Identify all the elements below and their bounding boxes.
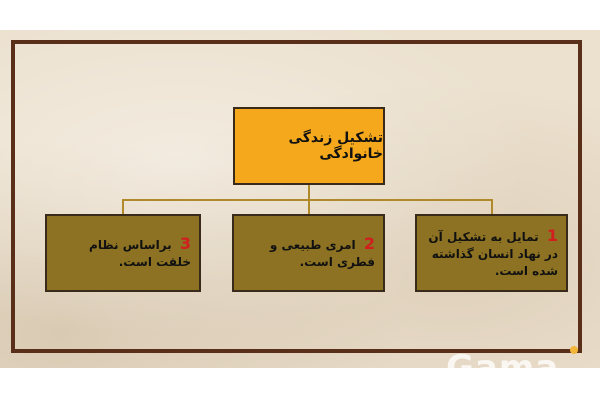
child-node-1-label: تمایل به تشکیل آن در نهاد انسان گذاشته ش… [428, 229, 558, 278]
child-node-3-text: 3 براساس نظام خلقت است. [55, 235, 191, 271]
child-node-1-text: 1 تمایل به تشکیل آن در نهاد انسان گذاشته… [425, 227, 558, 280]
slide-frame [11, 40, 582, 353]
child-node-2-label: امری طبیعی و فطری است. [269, 238, 375, 269]
watermark-dot-icon [570, 346, 578, 354]
root-node-label: تشکیل زندگی خانوادگی [288, 130, 383, 162]
watermark-logo: Gama [446, 348, 560, 388]
child-node-3: 3 براساس نظام خلقت است. [45, 214, 201, 292]
child-node-3-number: 3 [179, 234, 191, 253]
connector-root-stem [308, 185, 310, 200]
child-node-3-label: براساس نظام خلقت است. [89, 238, 191, 269]
child-node-2: 2 امری طبیعی و فطری است. [232, 214, 385, 292]
connector-right-drop [491, 199, 493, 214]
connector-left-drop [122, 199, 124, 214]
connector-mid-drop [308, 199, 310, 214]
child-node-2-number: 2 [363, 234, 375, 253]
child-node-1-number: 1 [546, 225, 558, 245]
child-node-1: 1 تمایل به تشکیل آن در نهاد انسان گذاشته… [415, 214, 568, 292]
child-node-2-text: 2 امری طبیعی و فطری است. [242, 235, 375, 271]
root-node: تشکیل زندگی خانوادگی [233, 107, 385, 185]
